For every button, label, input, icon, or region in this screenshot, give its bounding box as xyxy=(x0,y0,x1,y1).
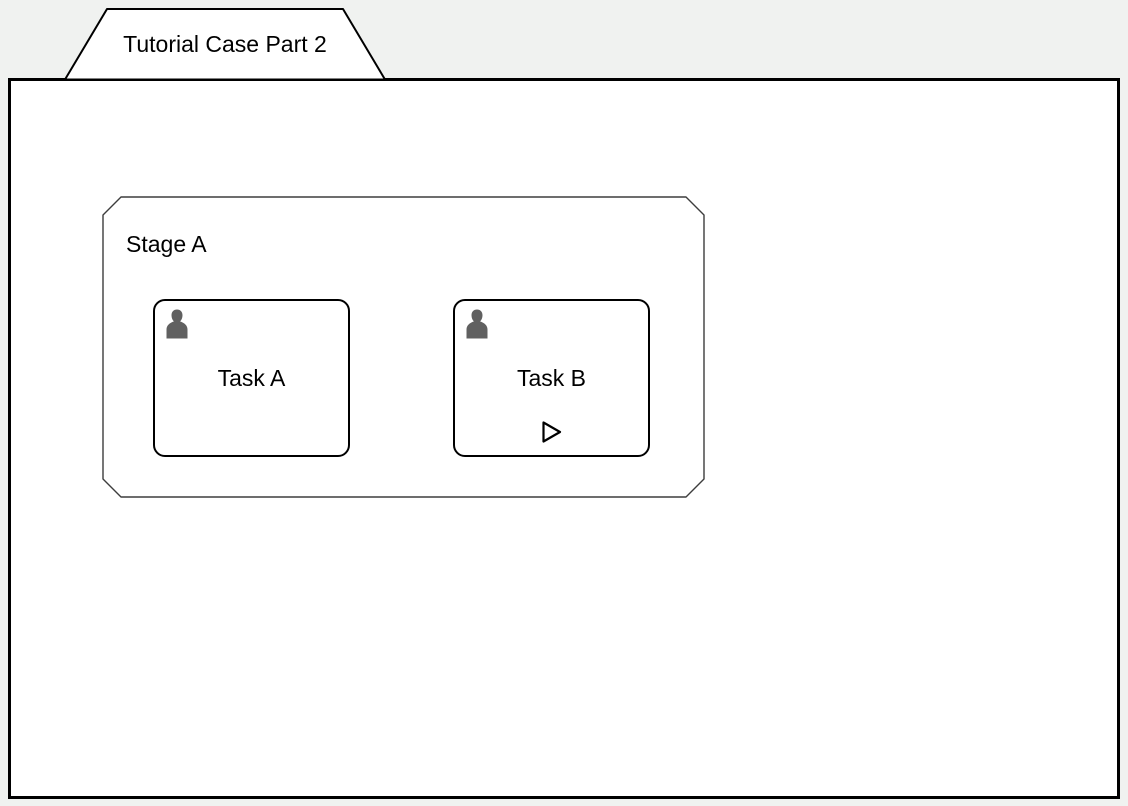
task-b-label: Task B xyxy=(516,364,587,391)
task-a[interactable]: Task A xyxy=(153,299,350,457)
manual-activation-play-icon xyxy=(541,421,561,443)
task-b[interactable]: Task B xyxy=(453,299,650,457)
case-tab-shape[interactable] xyxy=(64,8,386,81)
task-a-label: Task A xyxy=(217,364,286,391)
human-task-person-icon xyxy=(466,309,488,339)
case-title: Tutorial Case Part 2 xyxy=(123,30,327,57)
human-task-person-icon xyxy=(166,309,188,339)
stage-label: Stage A xyxy=(126,231,207,257)
